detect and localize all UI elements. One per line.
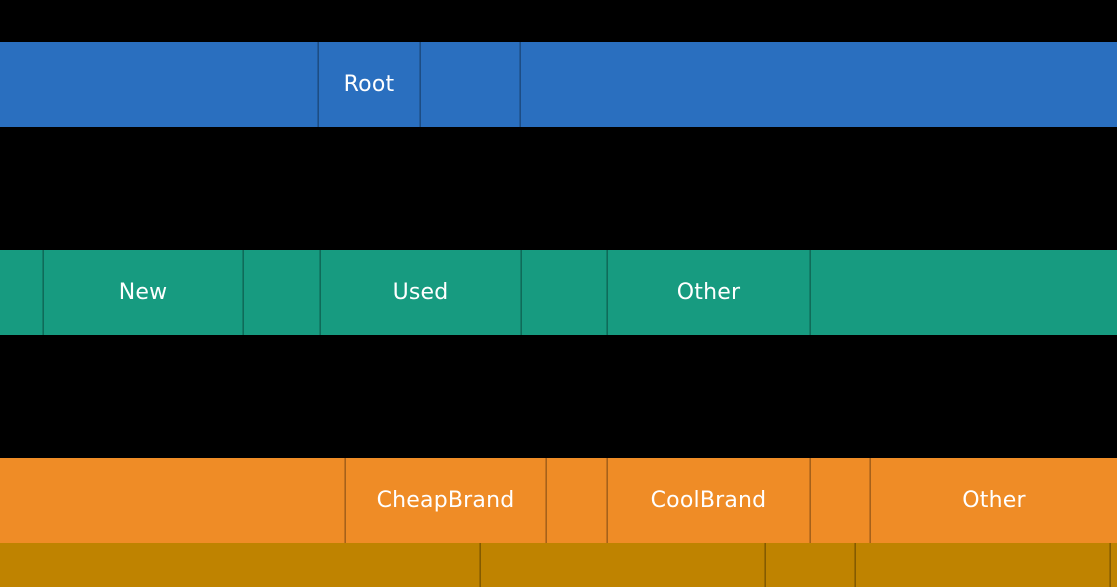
chart-level-leaf-level: [0, 543, 1117, 587]
chart-node-unlabeled[interactable]: [0, 458, 345, 543]
chart-node-coolbrand[interactable]: CoolBrand: [607, 458, 810, 543]
chart-node-unlabeled[interactable]: [546, 458, 607, 543]
chart-node-unlabeled[interactable]: [520, 42, 1117, 127]
chart-node-cheapbrand[interactable]: CheapBrand: [345, 458, 546, 543]
chart-level-brand-level: CheapBrand CoolBrand Other: [0, 458, 1117, 543]
chart-node-unlabeled[interactable]: [765, 543, 855, 587]
chart-node-label: CheapBrand: [376, 487, 515, 513]
chart-node-label: Other: [676, 279, 741, 305]
chart-node-label: Root: [343, 71, 395, 97]
chart-node-label: Used: [392, 279, 449, 305]
chart-node-unlabeled[interactable]: [521, 250, 607, 335]
chart-node-unlabeled[interactable]: [810, 458, 870, 543]
chart-node-unlabeled[interactable]: [1110, 543, 1117, 587]
chart-node-other[interactable]: Other: [870, 458, 1117, 543]
chart-node-new[interactable]: New: [43, 250, 243, 335]
chart-node-unlabeled[interactable]: [810, 250, 1117, 335]
chart-node-unlabeled[interactable]: [0, 543, 480, 587]
chart-node-unlabeled[interactable]: [243, 250, 320, 335]
chart-node-unlabeled[interactable]: [420, 42, 520, 127]
chart-node-label: New: [118, 279, 168, 305]
chart-node-label: CoolBrand: [650, 487, 767, 513]
chart-node-unlabeled[interactable]: [0, 42, 318, 127]
chart-node-label: Other: [962, 487, 1026, 513]
chart-level-condition-level: New Used Other: [0, 250, 1117, 335]
chart-node-used[interactable]: Used: [320, 250, 521, 335]
chart-node-unlabeled[interactable]: [480, 543, 765, 587]
chart-node-root[interactable]: Root: [318, 42, 420, 127]
chart-node-other[interactable]: Other: [607, 250, 810, 335]
chart-node-unlabeled[interactable]: [0, 250, 43, 335]
chart-node-unlabeled[interactable]: [855, 543, 1110, 587]
chart-level-root-level: Root: [0, 42, 1117, 127]
